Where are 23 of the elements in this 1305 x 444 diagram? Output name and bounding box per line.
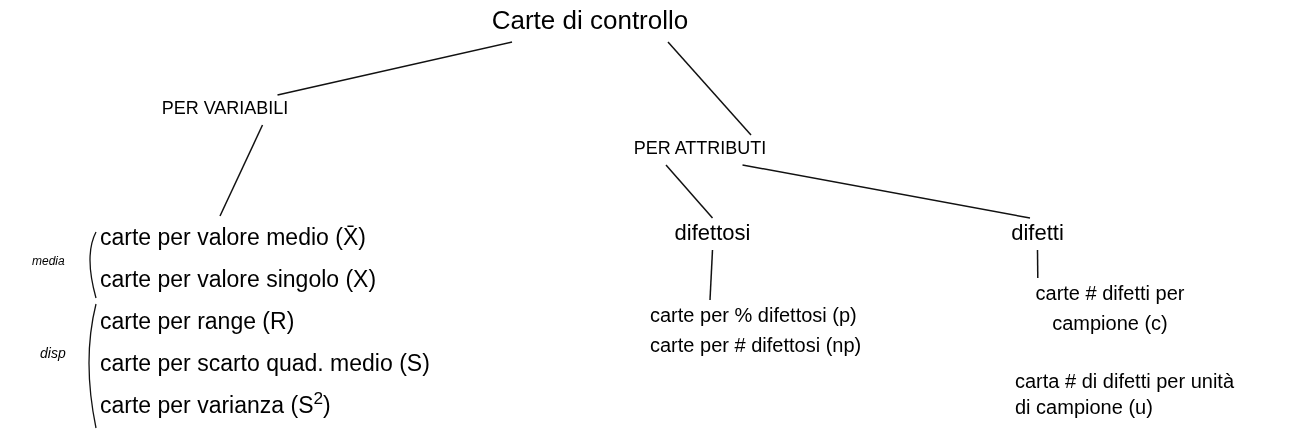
list-item-text: carte per range (R)	[100, 307, 295, 336]
node-label: PER VARIABILI	[160, 97, 290, 120]
connector-line	[1036, 249, 1039, 279]
note-text: carta # di difetti per unità di campione (u)	[1015, 369, 1235, 420]
connector-line	[709, 249, 714, 301]
list-item-text: carte per scarto quad. medio (S)	[100, 349, 430, 378]
list-item-text: carte per valore singolo (X)	[100, 265, 377, 294]
note-text: disp	[40, 344, 67, 363]
node-label: Carte di controllo	[490, 4, 690, 37]
node-label: PER ATTRIBUTI	[632, 137, 768, 160]
list-item-text: carte per % difettosi (p)	[650, 303, 857, 328]
node-label: difettosi	[673, 219, 752, 247]
node-label: carte # difetti per campione (c)	[1034, 281, 1186, 336]
connector-line	[665, 164, 714, 219]
connector-line	[219, 124, 264, 217]
list-item-text: carte per valore medio (X̄)	[100, 223, 366, 252]
node-label: difetti	[1010, 219, 1065, 247]
list-item-text: carte per # difettosi (np)	[650, 333, 862, 358]
connector-line	[741, 164, 1031, 219]
connector-line	[276, 41, 513, 96]
note-text: media	[32, 253, 66, 270]
list-item-text: carte per varianza (S$^{2}$)	[100, 387, 331, 420]
connector-line	[667, 41, 752, 136]
